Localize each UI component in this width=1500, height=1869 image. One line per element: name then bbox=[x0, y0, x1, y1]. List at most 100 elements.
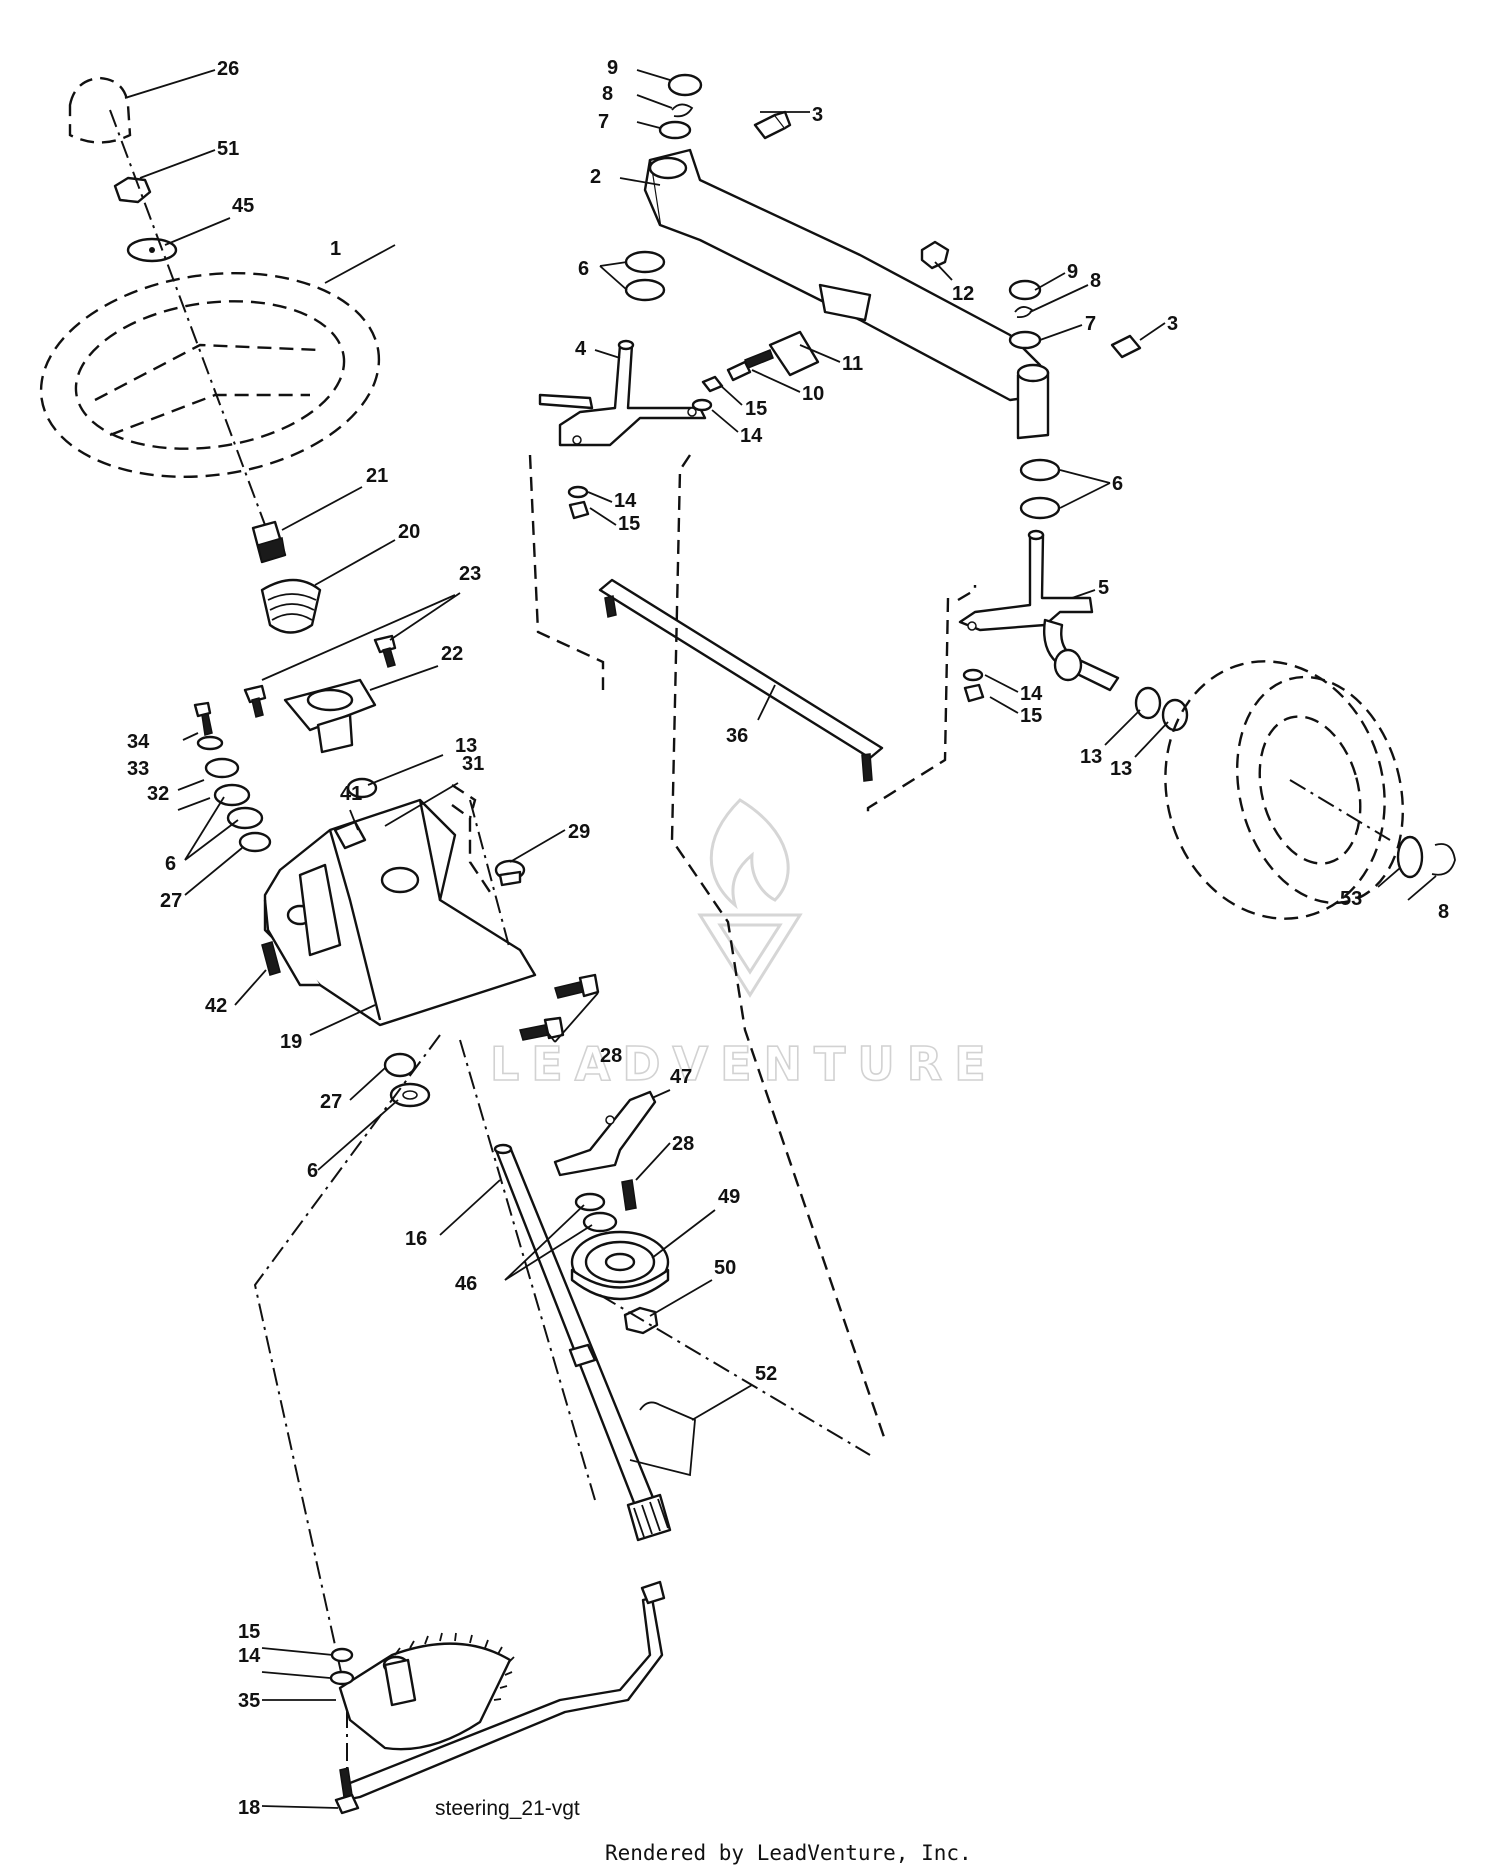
washer-part bbox=[1161, 698, 1189, 732]
idler-bracket-part bbox=[553, 1090, 657, 1177]
bushing-part bbox=[383, 1052, 417, 1078]
callout-label: 14 bbox=[238, 1645, 261, 1667]
steering-bracket-part bbox=[263, 798, 537, 1027]
bolt-part bbox=[373, 634, 397, 668]
watermark: LEADVENTURE bbox=[489, 798, 998, 1092]
sector-gear-part bbox=[338, 1642, 512, 1751]
callout-label: 15 bbox=[618, 513, 640, 535]
tie-rod-part bbox=[598, 578, 884, 760]
bolt-part bbox=[621, 1179, 637, 1211]
callout-label: 18 bbox=[238, 1797, 260, 1819]
washer-part bbox=[658, 120, 692, 140]
callout-label: 29 bbox=[568, 821, 590, 843]
sector-gear-assembly bbox=[253, 1034, 871, 1815]
callout-label: 53 bbox=[1340, 888, 1362, 910]
steering-cap-part bbox=[68, 76, 132, 144]
washer-part bbox=[1008, 330, 1042, 350]
callout-label: 9 bbox=[607, 57, 618, 79]
callout-label: 27 bbox=[320, 1091, 342, 1113]
washer-part bbox=[567, 485, 589, 499]
callout-label: 23 bbox=[459, 563, 481, 585]
watermark-chevron-icon bbox=[697, 913, 803, 998]
callout-label: 6 bbox=[307, 1160, 318, 1182]
render-footer: Rendered by LeadVenture, Inc. bbox=[605, 1841, 972, 1865]
bearing-part bbox=[624, 250, 666, 274]
callout-label: 12 bbox=[952, 283, 974, 305]
callout-label: 4 bbox=[575, 338, 587, 360]
callout-label: 31 bbox=[462, 753, 484, 775]
callout-label: 47 bbox=[670, 1066, 692, 1088]
steering-support-assembly bbox=[193, 634, 600, 1108]
callout-label: 10 bbox=[802, 383, 824, 405]
callout-label: 19 bbox=[280, 1031, 302, 1053]
callout-label: 41 bbox=[340, 783, 362, 805]
left-spindle-part bbox=[558, 343, 707, 447]
callout-label: 8 bbox=[602, 83, 613, 105]
axle-cap-part bbox=[667, 73, 703, 97]
diagram-caption: steering_21-vgt bbox=[435, 1797, 580, 1820]
e-clip-part bbox=[1014, 306, 1034, 319]
e-clip-part bbox=[671, 103, 694, 118]
bearing-part bbox=[226, 806, 264, 830]
callout-label: 15 bbox=[745, 398, 767, 420]
washer-part bbox=[1134, 686, 1162, 720]
grease-fitting-part bbox=[1110, 334, 1142, 359]
callout-label: 7 bbox=[1085, 313, 1096, 335]
bolt-part bbox=[193, 701, 212, 718]
callout-label: 21 bbox=[366, 465, 388, 487]
callout-label: 3 bbox=[812, 104, 823, 126]
callout-label: 8 bbox=[1090, 270, 1101, 292]
steering-wheel-part bbox=[39, 271, 381, 479]
callout-label: 3 bbox=[1167, 313, 1178, 335]
bearing-part bbox=[624, 278, 666, 302]
bolt-part bbox=[554, 981, 584, 999]
callout-leaders bbox=[124, 69, 1437, 1809]
callout-label: 32 bbox=[147, 783, 169, 805]
callout-label: 27 bbox=[160, 890, 182, 912]
callout-label: 46 bbox=[455, 1273, 477, 1295]
spring-part bbox=[629, 1401, 696, 1477]
callout-label: 50 bbox=[714, 1257, 736, 1279]
callout-label: 15 bbox=[238, 1621, 260, 1643]
callout-label: 16 bbox=[405, 1228, 427, 1250]
callout-label: 1 bbox=[330, 238, 341, 260]
callout-label: 52 bbox=[755, 1363, 777, 1385]
washer-part bbox=[582, 1211, 618, 1233]
callout-label: 35 bbox=[238, 1690, 260, 1712]
wheel-nut-part bbox=[113, 176, 152, 204]
callout-label: 28 bbox=[600, 1045, 622, 1067]
bearing-part bbox=[213, 783, 251, 807]
washer-part bbox=[962, 668, 984, 682]
callout-label: 33 bbox=[127, 758, 149, 780]
callout-label: 36 bbox=[726, 725, 748, 747]
callout-label: 6 bbox=[1112, 473, 1123, 495]
nut-part bbox=[920, 240, 950, 270]
callout-label: 9 bbox=[1067, 261, 1078, 283]
bearing-part bbox=[1019, 496, 1061, 520]
steering-wheel-assembly bbox=[39, 76, 381, 634]
bolt-part bbox=[243, 684, 267, 718]
callout-label: 22 bbox=[441, 643, 463, 665]
callout-label: 15 bbox=[1020, 705, 1042, 727]
callout-label: 34 bbox=[127, 731, 150, 753]
callout-label: 13 bbox=[1080, 746, 1102, 768]
callout-label: 2 bbox=[590, 166, 601, 188]
bolt-part bbox=[261, 941, 281, 976]
callout-label: 7 bbox=[598, 111, 609, 133]
steering-shaft-assembly bbox=[493, 1090, 696, 1542]
callout-label: 51 bbox=[217, 138, 239, 160]
nut-part bbox=[963, 683, 985, 703]
callout-label: 28 bbox=[672, 1133, 694, 1155]
washer-part bbox=[346, 777, 378, 799]
watermark-brand: LEADVENTURE bbox=[490, 1037, 998, 1091]
axle-cap-part bbox=[1008, 279, 1042, 301]
callout-label: 26 bbox=[217, 58, 239, 80]
callout-label: 14 bbox=[614, 490, 637, 512]
bearing-part bbox=[1019, 458, 1061, 482]
callout-label: 5 bbox=[1098, 577, 1109, 599]
front-tire-part bbox=[1164, 660, 1386, 920]
nut-part bbox=[701, 375, 724, 393]
axle-bolt-part bbox=[726, 360, 752, 382]
callout-labels: 1 2 3 3 4 5 6 6 6 6 6 7 7 8 8 8 9 9 10 1… bbox=[127, 57, 1449, 1819]
